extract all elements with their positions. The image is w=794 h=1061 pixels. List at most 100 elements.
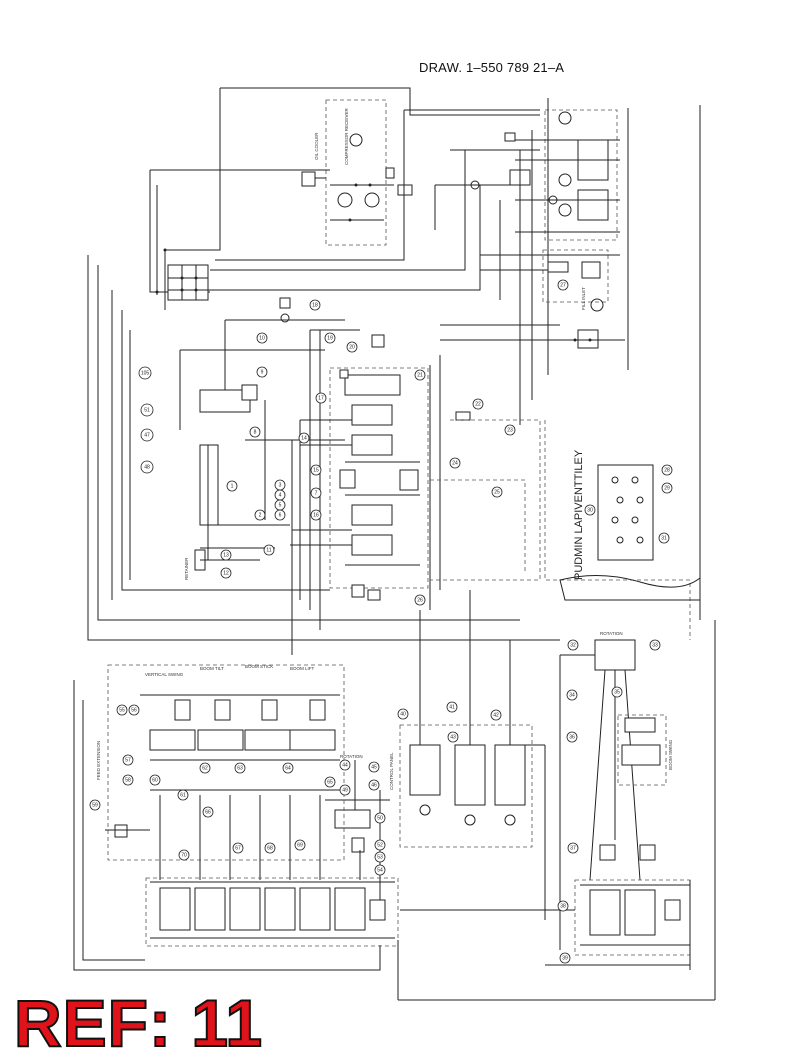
svg-text:58: 58 bbox=[125, 777, 131, 783]
svg-text:22: 22 bbox=[475, 401, 481, 407]
svg-text:105: 105 bbox=[141, 370, 150, 376]
svg-text:46: 46 bbox=[371, 782, 377, 788]
svg-text:60: 60 bbox=[152, 777, 158, 783]
boom-swing-label: BOOM SWING bbox=[668, 739, 673, 770]
svg-text:14: 14 bbox=[301, 435, 307, 441]
svg-text:44: 44 bbox=[342, 762, 348, 768]
svg-text:50: 50 bbox=[377, 815, 383, 821]
svg-text:57: 57 bbox=[125, 757, 131, 763]
feed-extension-label: FEED EXTENSION bbox=[96, 741, 101, 780]
svg-text:64: 64 bbox=[285, 765, 291, 771]
svg-text:27: 27 bbox=[560, 282, 566, 288]
svg-text:7: 7 bbox=[315, 490, 318, 496]
pump-block bbox=[470, 98, 629, 425]
svg-text:61: 61 bbox=[180, 792, 186, 798]
svg-text:56: 56 bbox=[131, 707, 137, 713]
svg-text:33: 33 bbox=[652, 642, 658, 648]
reference-bubbles: 105 51 47 48 9 8 10 13 12 11 1 2 3 4 5 6… bbox=[89, 279, 673, 964]
svg-text:66: 66 bbox=[205, 809, 211, 815]
svg-text:1: 1 bbox=[231, 483, 234, 489]
control-panel: CONTROL PANEL bbox=[389, 590, 546, 920]
boom-tilt-label: BOOM TILT bbox=[200, 666, 224, 671]
svg-text:15: 15 bbox=[313, 467, 319, 473]
svg-text:65: 65 bbox=[327, 779, 333, 785]
svg-text:23: 23 bbox=[507, 427, 513, 433]
svg-text:32: 32 bbox=[570, 642, 576, 648]
svg-text:39: 39 bbox=[562, 955, 568, 961]
svg-text:9: 9 bbox=[261, 369, 264, 375]
svg-text:43: 43 bbox=[450, 734, 456, 740]
pudmin-panel: PUDMIN LAPIVENTTILEY bbox=[544, 420, 701, 640]
boom-stick-label: BOOM STICK bbox=[245, 664, 273, 669]
svg-text:25: 25 bbox=[494, 489, 500, 495]
svg-text:69: 69 bbox=[297, 842, 303, 848]
svg-text:53: 53 bbox=[377, 854, 383, 860]
svg-text:11: 11 bbox=[266, 547, 271, 553]
svg-text:63: 63 bbox=[237, 765, 243, 771]
svg-text:13: 13 bbox=[223, 552, 229, 558]
svg-text:8: 8 bbox=[254, 429, 257, 435]
svg-text:35: 35 bbox=[614, 689, 620, 695]
upper-pipes bbox=[87, 87, 560, 641]
svg-text:48: 48 bbox=[144, 464, 150, 470]
ref-label: REF: 11 bbox=[13, 985, 264, 1061]
bottom-right-valves bbox=[545, 879, 691, 970]
svg-text:16: 16 bbox=[313, 512, 319, 518]
compressor-receiver-label: COMPRESSOR RECEIVER bbox=[344, 107, 349, 165]
svg-text:49: 49 bbox=[342, 787, 348, 793]
oil-cooler-label: OIL COOLER bbox=[314, 132, 319, 160]
rotation-block: ROTATION BOOM SWING bbox=[559, 631, 673, 881]
svg-text:47: 47 bbox=[144, 432, 150, 438]
svg-text:52: 52 bbox=[377, 842, 383, 848]
control-panel-label: CONTROL PANEL bbox=[389, 752, 394, 790]
svg-text:20: 20 bbox=[349, 344, 355, 350]
svg-text:70: 70 bbox=[181, 852, 187, 858]
svg-text:3: 3 bbox=[279, 482, 282, 488]
svg-text:2: 2 bbox=[259, 512, 262, 518]
svg-text:12: 12 bbox=[223, 570, 229, 576]
svg-text:34: 34 bbox=[569, 692, 575, 698]
svg-text:51: 51 bbox=[144, 407, 150, 413]
svg-text:37: 37 bbox=[570, 845, 576, 851]
bottom-manifold bbox=[145, 105, 716, 1001]
fill-inlet-label: FILL INLET bbox=[581, 287, 586, 310]
svg-text:26: 26 bbox=[417, 597, 423, 603]
svg-text:19: 19 bbox=[327, 335, 333, 341]
svg-text:17: 17 bbox=[318, 395, 324, 401]
retainer-label: RETAINER bbox=[184, 557, 189, 580]
svg-text:31: 31 bbox=[661, 535, 667, 541]
svg-text:41: 41 bbox=[449, 704, 455, 710]
vertical-swing-label: VERTICAL SWING bbox=[145, 672, 184, 677]
svg-text:59: 59 bbox=[92, 802, 98, 808]
svg-text:4: 4 bbox=[279, 492, 282, 498]
svg-text:55: 55 bbox=[119, 707, 125, 713]
compressor-block: OIL COOLER COMPRESSOR RECEIVER bbox=[301, 99, 413, 246]
boom-lift-label: BOOM LIFT bbox=[290, 666, 315, 671]
fill-inlet-block: FILL INLET bbox=[440, 249, 625, 349]
svg-text:30: 30 bbox=[587, 507, 593, 513]
svg-text:45: 45 bbox=[371, 764, 377, 770]
svg-text:62: 62 bbox=[202, 765, 208, 771]
svg-text:67: 67 bbox=[235, 845, 241, 851]
svg-text:42: 42 bbox=[493, 712, 499, 718]
left-control: RETAINER bbox=[179, 297, 345, 580]
central-valve-stack bbox=[290, 329, 541, 655]
svg-text:36: 36 bbox=[569, 734, 575, 740]
svg-text:5: 5 bbox=[279, 502, 282, 508]
drawing-number: DRAW. 1–550 789 21–A bbox=[419, 60, 565, 75]
svg-text:6: 6 bbox=[279, 512, 282, 518]
svg-text:28: 28 bbox=[664, 467, 670, 473]
pudmin-label: PUDMIN LAPIVENTTILEY bbox=[573, 449, 585, 580]
svg-text:18: 18 bbox=[312, 302, 318, 308]
svg-text:29: 29 bbox=[664, 485, 670, 491]
svg-text:54: 54 bbox=[377, 867, 383, 873]
svg-text:38: 38 bbox=[560, 903, 566, 909]
boom-valve-row: VERTICAL SWING BOOM TILT BOOM STICK BOOM… bbox=[73, 664, 381, 971]
svg-text:68: 68 bbox=[267, 845, 273, 851]
rotation-lower-label: ROTATION bbox=[340, 754, 363, 759]
svg-text:40: 40 bbox=[400, 711, 406, 717]
svg-text:21: 21 bbox=[417, 372, 423, 378]
svg-text:24: 24 bbox=[452, 460, 458, 466]
rotation-label: ROTATION bbox=[600, 631, 623, 636]
